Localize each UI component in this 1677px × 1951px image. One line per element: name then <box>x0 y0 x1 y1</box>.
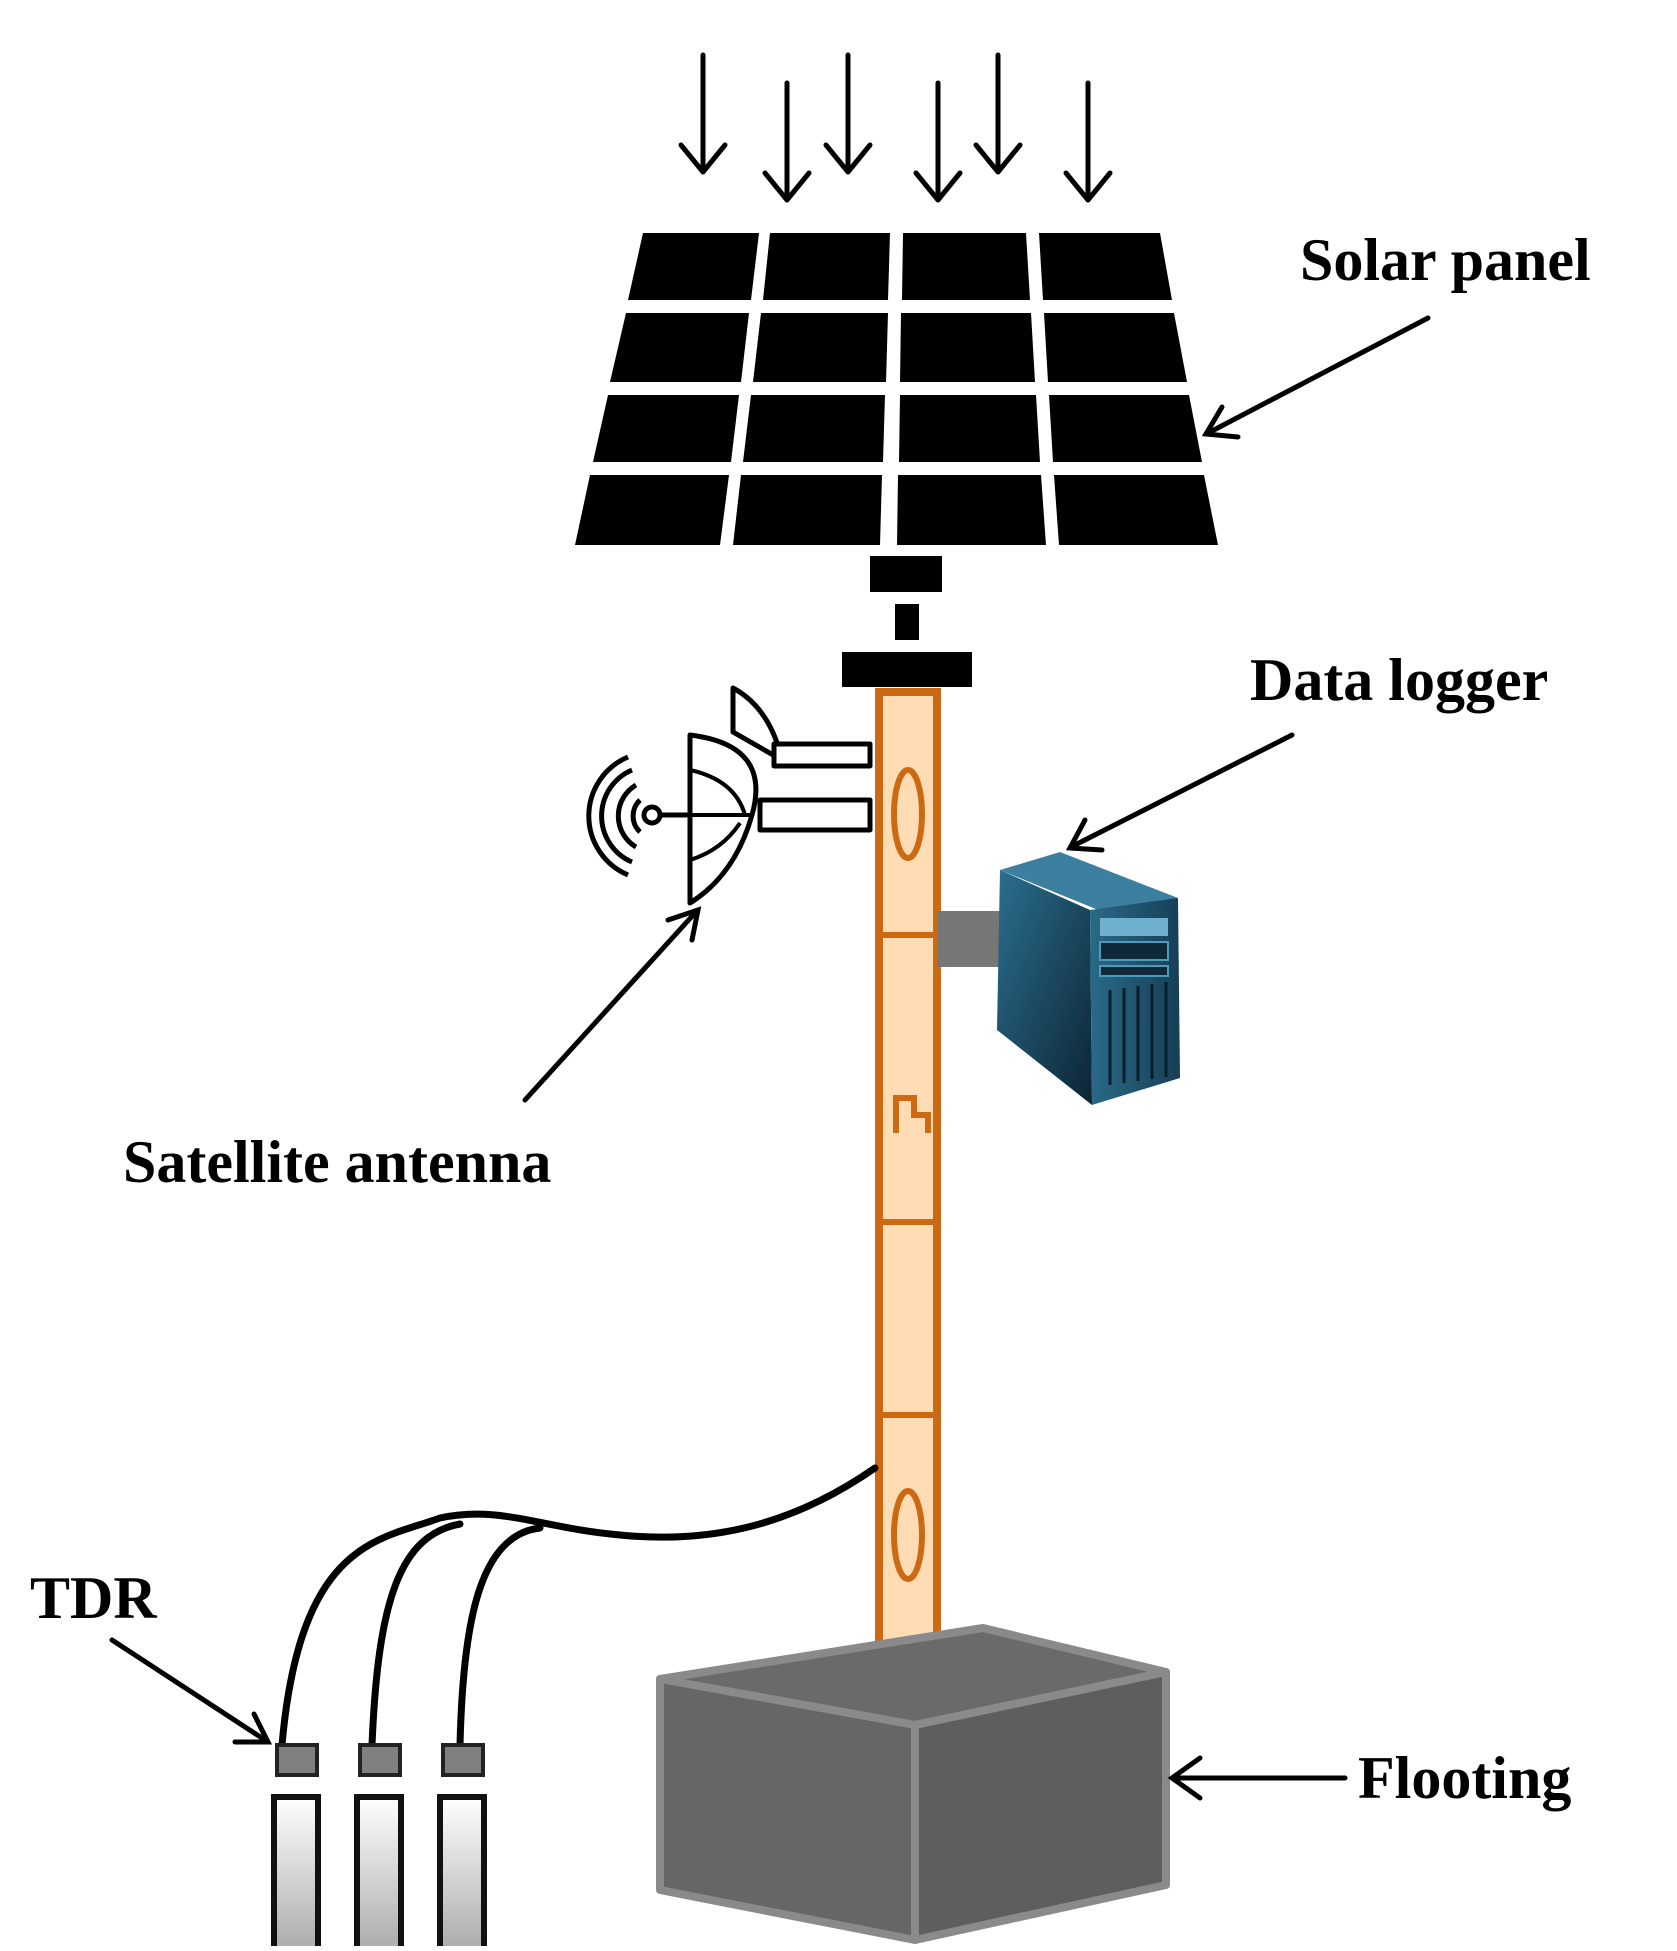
logger-connector <box>937 911 1001 967</box>
pole-body <box>875 688 941 1663</box>
leader-arrows <box>109 315 1431 1801</box>
solar-panel-leader-arrow <box>1201 315 1431 440</box>
sun-ray-arrow <box>913 80 963 203</box>
footing-block <box>656 1624 1170 1944</box>
label-data-logger: Data logger <box>1250 647 1548 713</box>
sun-ray-arrow <box>973 52 1023 175</box>
tdr-sensor <box>437 1743 487 1951</box>
mounting-pole <box>875 688 941 1663</box>
label-footing: Flooting <box>1358 1745 1571 1811</box>
label-tdr: TDR <box>30 1565 157 1631</box>
tdr-sensor <box>354 1743 404 1951</box>
label-solar-panel: Solar panel <box>1300 227 1591 293</box>
sun-ray-arrow <box>823 52 873 175</box>
pole-clip <box>893 1095 931 1133</box>
pole-bolt <box>891 767 925 861</box>
sun-ray-arrow <box>1063 80 1113 203</box>
tdr-leader-arrow <box>109 1637 273 1745</box>
sun-ray-arrow <box>762 80 812 203</box>
sunlight-arrows <box>678 52 1113 203</box>
solar-panel <box>575 233 1218 545</box>
satellite-antenna <box>586 685 873 906</box>
data-logger-leader-arrow <box>1065 732 1295 853</box>
satellite-antenna-leader-arrow <box>522 906 702 1103</box>
pole-segment-lines <box>879 932 937 1418</box>
pole-bolt <box>891 1488 925 1582</box>
footing-leader-arrow <box>1167 1755 1348 1801</box>
panel-mount <box>842 556 972 687</box>
data-logger <box>937 852 1180 1105</box>
tdr-cables <box>278 1464 879 1749</box>
tdr-sensor <box>271 1743 321 1951</box>
label-satellite-antenna: Satellite antenna <box>123 1129 551 1195</box>
sun-ray-arrow <box>678 52 728 175</box>
